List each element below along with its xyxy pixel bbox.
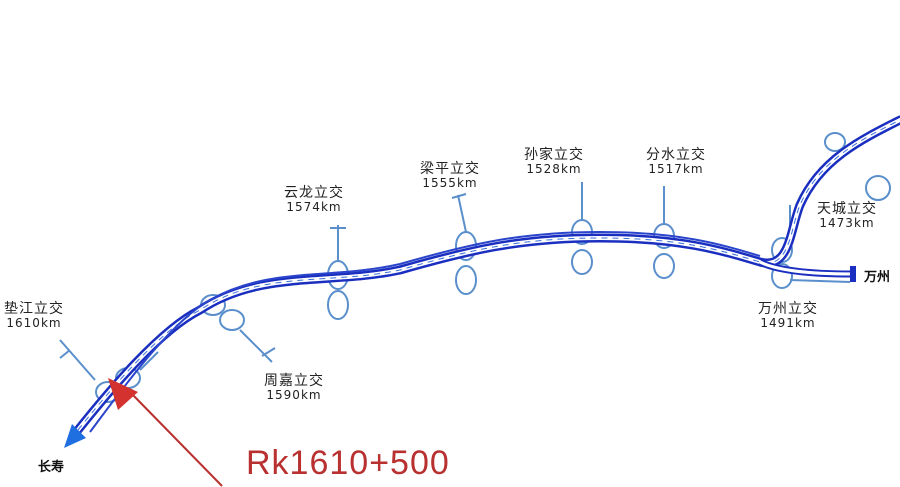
main-highway-center (77, 119, 900, 431)
branch-wanzhou-inner (759, 260, 853, 276)
interchange-name: 垫江立交 (4, 301, 64, 317)
label-wanzhou: 万州立交 1491km (758, 302, 818, 329)
ramp-sunjia (571, 182, 593, 275)
interchange-name: 分水立交 (646, 147, 706, 163)
label-zhoujia: 周嘉立交 1590km (264, 374, 324, 401)
ramp-yunlong (327, 225, 349, 320)
interchange-name: 周嘉立交 (264, 373, 324, 389)
city-start-label: 长寿 (38, 460, 65, 475)
interchange-km: 1517km (648, 161, 704, 176)
main-highway-outer (73, 115, 900, 435)
label-liangping: 梁平立交 1555km (420, 162, 480, 189)
interchange-km: 1491km (760, 315, 816, 330)
interchange-km: 1528km (526, 161, 582, 176)
interchange-km: 1555km (422, 175, 478, 190)
interchange-km: 1610km (6, 315, 62, 330)
label-fenshui: 分水立交 1517km (646, 148, 706, 175)
label-sunjia: 孙家立交 1528km (524, 148, 584, 175)
city-end-label: 万州 (864, 270, 891, 285)
label-dianjiang: 垫江立交 1610km (4, 302, 64, 329)
label-tiancheng: 天城立交 1473km (817, 202, 877, 229)
label-yunlong: 云龙立交 1574km (284, 186, 344, 213)
main-highway-inner (76, 118, 900, 432)
ramp-fenshui (653, 186, 675, 279)
interchange-name: 孙家立交 (524, 147, 584, 163)
branch-wanzhou-end (850, 266, 856, 282)
marker-pointer-arrowhead-icon (108, 378, 138, 410)
interchange-name: 万州立交 (758, 301, 818, 317)
mileage-marker-label: Rk1610+500 (246, 444, 450, 482)
main-highway-upper (89, 230, 761, 433)
interchange-name: 天城立交 (817, 201, 877, 217)
direction-arrow-icon (64, 424, 86, 448)
interchange-name: 梁平立交 (420, 161, 480, 177)
marker-pointer-line (129, 391, 223, 487)
interchange-km: 1574km (286, 199, 342, 214)
interchange-name: 云龙立交 (284, 185, 344, 201)
interchange-km: 1473km (819, 215, 875, 230)
ramp-liangping (451, 193, 477, 295)
interchange-km: 1590km (266, 387, 322, 402)
ramp-loops (59, 132, 891, 403)
